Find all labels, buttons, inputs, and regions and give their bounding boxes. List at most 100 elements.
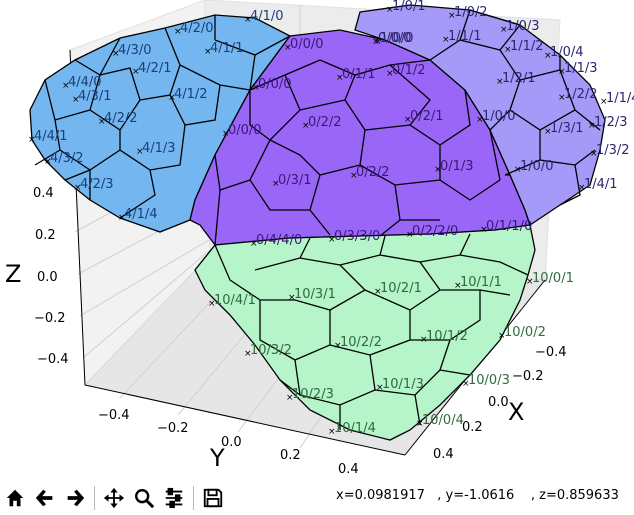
home-icon[interactable]	[2, 485, 28, 511]
y-tick: −0.2	[157, 421, 189, 436]
cell-marker: ×	[498, 331, 506, 341]
cell-label: 0/0/0	[378, 31, 412, 46]
cell-label: 0/2/2	[356, 165, 390, 180]
x-tick: 0.4	[433, 447, 454, 462]
cell-label: 0/3/1	[278, 173, 312, 188]
cell-label: 10/0/4	[422, 413, 464, 428]
cell-label: 0/1/1	[342, 67, 376, 82]
zoom-icon[interactable]	[131, 485, 157, 511]
z-tick: −0.2	[34, 311, 66, 326]
navigation-toolbar	[0, 482, 228, 514]
cell-label: 1/3/1	[550, 121, 584, 136]
labels-blue: ×4/1/0×4/2/0×4/1/1×4/3/0×4/2/1×4/4/0×4/3…	[28, 9, 284, 223]
cell-marker: ×	[374, 37, 382, 47]
cell-label: 10/1/2	[426, 329, 468, 344]
cell-label: 4/4/0	[68, 75, 102, 90]
toolbar-separator	[94, 486, 95, 510]
forward-icon[interactable]	[62, 485, 88, 511]
cell-label: 1/1/2	[510, 39, 544, 54]
cell-marker: ×	[372, 37, 380, 47]
cell-label: 4/1/0	[250, 9, 284, 24]
3d-plot-canvas[interactable]: ×4/1/0×4/2/0×4/1/1×4/3/0×4/2/1×4/4/0×4/3…	[0, 0, 634, 480]
labels-purple: ×0/0/0×0/1/1×0/0/0×0/2/2×0/0/0×0/2/1×0/1…	[222, 31, 532, 249]
y-tick-labels: −0.4 −0.2 0.0 0.2 0.4	[98, 408, 359, 477]
cell-marker: ×	[222, 129, 230, 139]
cursor-coordinates: x=0.0981917 , y=-1.0616 , z=0.859633	[336, 488, 619, 503]
cell-marker: ×	[328, 235, 336, 245]
z-axis-label: Z	[5, 260, 21, 288]
z-tick: 0.0	[37, 270, 58, 285]
cell-label: 4/3/1	[78, 89, 112, 104]
cell-marker: ×	[302, 121, 310, 131]
cell-label: 4/1/3	[142, 141, 176, 156]
cell-marker: ×	[328, 427, 336, 437]
coord-y: , y=-1.0616	[437, 488, 515, 503]
pan-icon[interactable]	[101, 485, 127, 511]
y-tick: 0.2	[280, 448, 301, 463]
cell-label: 10/2/1	[380, 281, 422, 296]
cell-marker: ×	[350, 171, 358, 181]
cell-marker: ×	[448, 11, 456, 21]
cell-label: 1/0/1	[392, 0, 426, 14]
back-icon[interactable]	[32, 485, 58, 511]
z-tick: 0.4	[33, 186, 54, 201]
cell-marker: ×	[244, 15, 252, 25]
cell-marker: ×	[442, 35, 450, 45]
cell-label: 1/0/2	[454, 5, 488, 20]
cell-marker: ×	[578, 183, 586, 193]
cell-label: 4/1/2	[174, 87, 208, 102]
cell-label: 10/1/4	[334, 421, 376, 436]
cell-marker: ×	[286, 393, 294, 403]
cell-label: 10/2/2	[340, 335, 382, 350]
cell-label: 1/2/1	[502, 71, 536, 86]
cell-label: 1/3/2	[596, 143, 630, 158]
cell-label: 0/3/3/0	[334, 229, 380, 244]
cell-marker: ×	[252, 83, 260, 93]
cell-label: 1/1/3	[564, 61, 598, 76]
cell-label: 10/4/1	[214, 293, 256, 308]
cell-marker: ×	[136, 147, 144, 157]
y-axis-line	[84, 384, 406, 456]
cell-label: 1/2/3	[594, 115, 628, 130]
cell-marker: ×	[544, 127, 552, 137]
y-axis-label: Y	[209, 444, 225, 472]
cell-label: 1/0/0	[380, 31, 414, 46]
cell-marker: ×	[480, 225, 488, 235]
cell-marker: ×	[174, 27, 182, 37]
cell-marker: ×	[558, 67, 566, 77]
y-tick: −0.4	[98, 408, 130, 423]
configure-subplots-icon[interactable]	[161, 485, 187, 511]
cell-marker: ×	[374, 287, 382, 297]
cell-label: 0/0/0	[290, 37, 324, 52]
cell-marker: ×	[336, 73, 344, 83]
cell-marker: ×	[462, 379, 470, 389]
cell-label: 10/1/1	[460, 275, 502, 290]
cell-label: 10/2/3	[292, 387, 334, 402]
cell-marker: ×	[168, 93, 176, 103]
cell-label: 1/0/0	[520, 159, 554, 174]
cell-label: 4/3/2	[50, 151, 84, 166]
cell-label: 10/0/3	[468, 373, 510, 388]
cell-marker: ×	[288, 293, 296, 303]
cell-marker: ×	[386, 69, 394, 79]
y-tick: 0.4	[338, 462, 359, 477]
cell-marker: ×	[244, 349, 252, 359]
cell-marker: ×	[44, 157, 52, 167]
cell-label: 10/0/2	[504, 325, 546, 340]
cell-label: 10/3/1	[294, 287, 336, 302]
cell-marker: ×	[420, 335, 428, 345]
x-tick: −0.4	[535, 345, 567, 360]
cell-label: 4/4/1	[34, 129, 68, 144]
labels-green: ×10/0/1×10/0/2×10/0/3×10/0/4×10/4/1×10/3…	[208, 271, 574, 437]
save-icon[interactable]	[200, 485, 226, 511]
x-tick-labels: −0.4 −0.2 0.0 0.2 0.4	[433, 345, 567, 462]
cell-marker: ×	[600, 97, 608, 107]
cell-marker: ×	[74, 183, 82, 193]
cell-label: 10/3/2	[250, 343, 292, 358]
cell-marker: ×	[386, 5, 394, 15]
cell-label: 4/2/3	[80, 177, 114, 192]
cell-label: 1/0/4	[550, 45, 584, 60]
cell-marker: ×	[72, 95, 80, 105]
cell-marker: ×	[98, 117, 106, 127]
